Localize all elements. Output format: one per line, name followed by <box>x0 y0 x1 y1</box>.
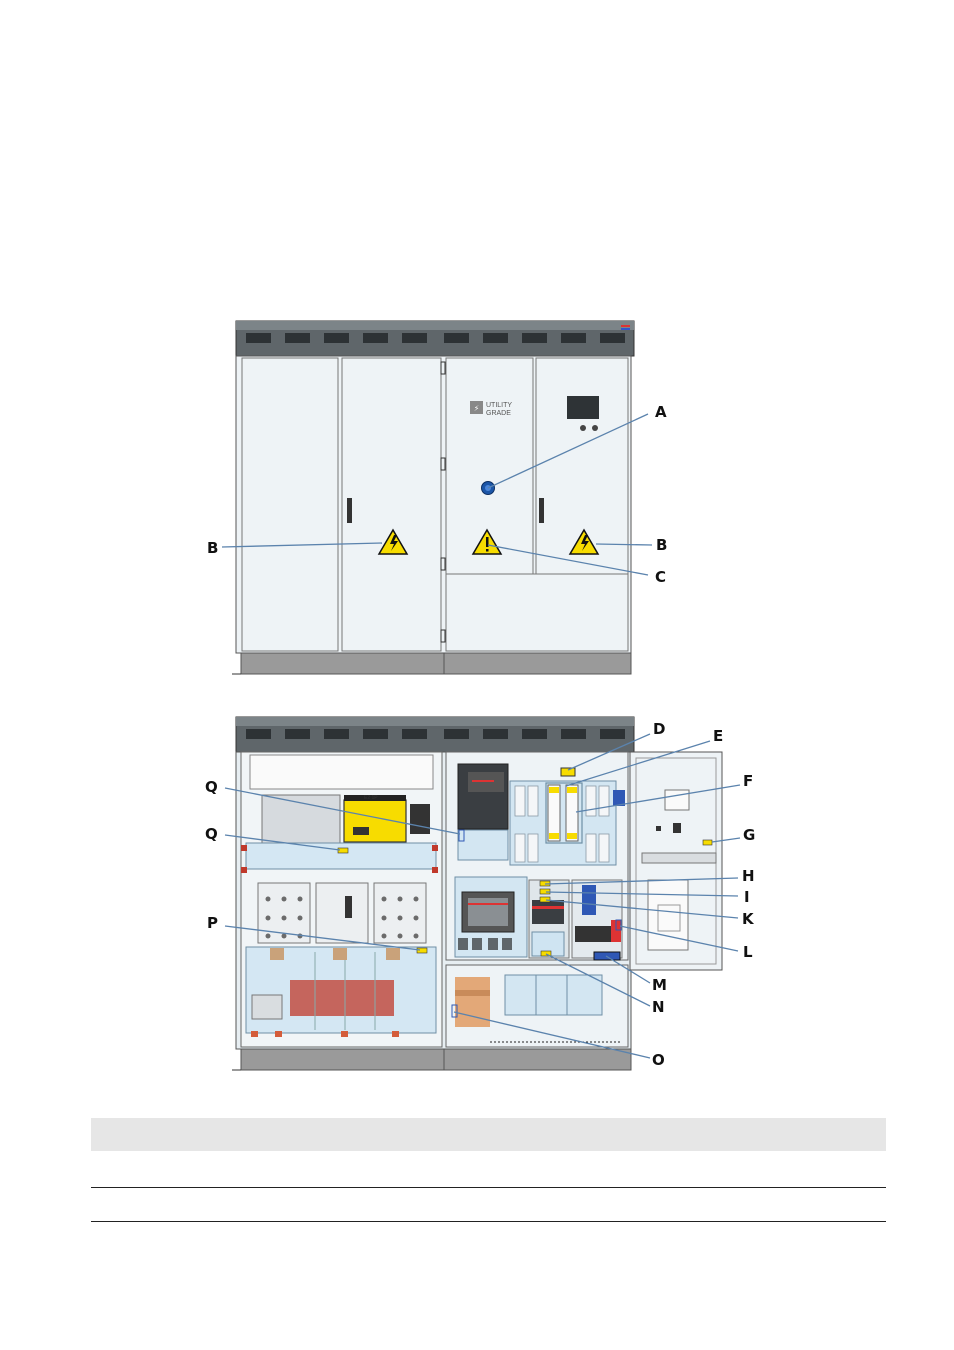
callout-Q-lower: Q <box>205 825 218 843</box>
upper-protective-cover <box>245 842 437 870</box>
front-door-2 <box>341 357 442 652</box>
red-busbars <box>290 980 394 1016</box>
brand-line1: UTILITY <box>486 402 512 409</box>
front-hinges <box>440 361 446 643</box>
front-leader-lines <box>221 413 653 576</box>
table-header-row <box>91 1118 886 1151</box>
interior-view-cabinet: E2 1P <box>232 716 723 1071</box>
door-handle-right <box>539 498 544 523</box>
callout-K: K <box>742 910 755 928</box>
callout-Q-upper: Q <box>205 778 218 796</box>
interior-leader-lines <box>224 733 741 1059</box>
callout-C: C <box>655 568 666 586</box>
interior-plinth <box>240 1048 632 1071</box>
power-modules <box>257 882 427 944</box>
callout-B-left: B <box>207 539 218 557</box>
interior-roof-vents <box>246 729 625 739</box>
callout-M: M <box>652 976 667 994</box>
front-roof-vents <box>246 333 625 343</box>
fuse-holders <box>509 780 617 866</box>
front-door-1 <box>241 357 339 652</box>
callout-E: E <box>713 727 723 745</box>
callout-G: G <box>743 826 755 844</box>
callout-L: L <box>743 943 753 961</box>
utility-grade-logo: ⚡ UTILITY GRADE <box>470 401 512 417</box>
svg-text:⚡: ⚡ <box>474 404 480 413</box>
general-warning-icon <box>471 528 503 555</box>
electric-shock-warning-icon <box>568 528 600 555</box>
module-label: E2 1P <box>364 795 378 801</box>
callout-B-right: B <box>656 536 667 554</box>
indicator-led-1 <box>580 425 586 431</box>
display-screen <box>567 396 599 419</box>
callout-O: O <box>652 1051 665 1069</box>
table-rule-2 <box>91 1221 886 1222</box>
callout-I: I <box>744 888 750 906</box>
callout-A: A <box>655 403 667 421</box>
callout-N: N <box>652 998 665 1016</box>
callout-H: H <box>742 867 755 885</box>
electric-shock-warning-icon <box>377 528 409 555</box>
callout-F: F <box>743 772 753 790</box>
indicator-led-2 <box>592 425 598 431</box>
front-view-cabinet: ⚡ UTILITY GRADE <box>232 320 635 675</box>
front-plinth <box>240 652 632 675</box>
table-rule-1 <box>91 1187 886 1188</box>
red-terminals-upper <box>241 845 438 873</box>
manufacturer-logo <box>621 325 630 330</box>
callout-D: D <box>653 720 665 738</box>
brand-line2: GRADE <box>486 410 511 417</box>
front-lower-panel <box>445 573 629 652</box>
callout-P: P <box>207 914 218 932</box>
door-handle-left <box>347 498 352 523</box>
